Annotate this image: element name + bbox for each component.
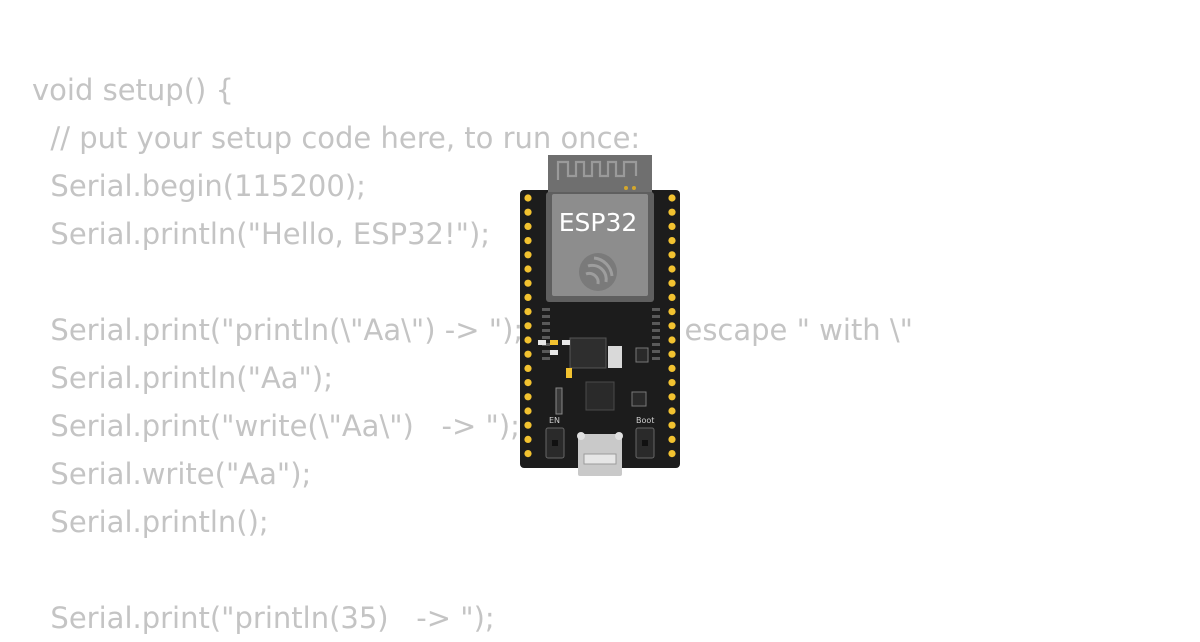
castellation-pad [542, 350, 550, 353]
smd-part [635, 347, 649, 363]
castellation-pad [652, 329, 660, 332]
header-pin[interactable] [524, 379, 532, 387]
header-pin[interactable] [668, 336, 676, 344]
code-line: Serial.println("Aa"); [32, 361, 333, 395]
code-line: Serial.write("Aa"); [32, 457, 312, 491]
header-pin[interactable] [668, 350, 676, 358]
header-pin[interactable] [668, 435, 676, 443]
smd-part [631, 391, 647, 407]
header-pin[interactable] [524, 435, 532, 443]
regulator [569, 337, 607, 369]
regulator-tab [608, 346, 622, 368]
smd-part [538, 340, 546, 345]
header-pin[interactable] [524, 350, 532, 358]
header-pin[interactable] [668, 265, 676, 273]
module-shield [552, 194, 648, 296]
header-pin[interactable] [524, 421, 532, 429]
castellation-pad [652, 336, 660, 339]
header-pin[interactable] [668, 222, 676, 230]
code-line: Serial.println(); [32, 505, 269, 539]
header-pin[interactable] [524, 393, 532, 401]
header-pin[interactable] [524, 336, 532, 344]
header-pin[interactable] [668, 194, 676, 202]
smd-part [562, 340, 570, 345]
header-pin[interactable] [668, 208, 676, 216]
header-pin[interactable] [524, 308, 532, 316]
header-pin[interactable] [668, 293, 676, 301]
header-pin[interactable] [668, 322, 676, 330]
header-pin[interactable] [524, 194, 532, 202]
castellation-pad [652, 343, 660, 346]
boot-button-cap[interactable] [642, 440, 648, 446]
left-pin-header [524, 194, 532, 458]
castellation-pad [652, 308, 660, 311]
en-button-label: EN [549, 416, 561, 425]
header-pin[interactable] [524, 222, 532, 230]
castellation-pad [542, 315, 550, 318]
antenna-trace [556, 160, 638, 180]
header-pin[interactable] [524, 293, 532, 301]
header-pin[interactable] [668, 364, 676, 372]
castellation-pad [542, 308, 550, 311]
antenna-pad [632, 186, 636, 190]
code-line: void setup() { [32, 73, 234, 107]
espressif-logo-icon [579, 253, 617, 291]
castellation-pad [652, 357, 660, 360]
code-line [32, 258, 913, 306]
header-pin[interactable] [668, 279, 676, 287]
code-line [32, 546, 913, 594]
usb-mount [615, 432, 623, 440]
smd-part [550, 350, 558, 355]
header-pin[interactable] [668, 251, 676, 259]
castellation-pad [652, 315, 660, 318]
antenna-pad [624, 186, 628, 190]
code-line: Serial.println("Hello, ESP32!"); [32, 217, 491, 251]
boot-button-label: Boot [636, 416, 655, 425]
en-button-cap[interactable] [552, 440, 558, 446]
right-pin-header [668, 194, 676, 458]
header-pin[interactable] [524, 364, 532, 372]
usb-port [583, 453, 617, 465]
header-pin[interactable] [524, 322, 532, 330]
code-editor: void setup() { // put your setup code he… [32, 66, 913, 642]
castellation-pad [652, 350, 660, 353]
usb-uart-chip [585, 381, 615, 411]
code-line: Serial.print("write(\"Aa\") -> "); [32, 409, 520, 443]
smd-part [550, 340, 558, 345]
code-line: Serial.print("println(\"Aa\") -> "); // … [32, 313, 914, 347]
usb-mount [577, 432, 585, 440]
module-castellations [542, 308, 660, 360]
header-pin[interactable] [524, 407, 532, 415]
header-pin[interactable] [524, 208, 532, 216]
board-graphic [520, 155, 680, 476]
module-label: ESP32 [558, 208, 638, 237]
header-pin[interactable] [668, 421, 676, 429]
code-line: Serial.print("println(35) -> "); [32, 601, 495, 635]
header-pin[interactable] [524, 251, 532, 259]
smd-part [555, 387, 563, 415]
header-pin[interactable] [524, 265, 532, 273]
code-line: Serial.begin(115200); [32, 169, 366, 203]
header-pin[interactable] [668, 379, 676, 387]
castellation-pad [542, 322, 550, 325]
header-pin[interactable] [524, 237, 532, 245]
castellation-pad [542, 336, 550, 339]
header-pin[interactable] [668, 308, 676, 316]
header-pin[interactable] [524, 279, 532, 287]
castellation-pad [542, 357, 550, 360]
header-pin[interactable] [668, 450, 676, 458]
header-pin[interactable] [668, 237, 676, 245]
castellation-pad [542, 329, 550, 332]
header-pin[interactable] [668, 393, 676, 401]
esp32-devkit-board[interactable]: ESP32 EN Boot [520, 150, 680, 480]
castellation-pad [652, 322, 660, 325]
smd-part [566, 368, 572, 378]
header-pin[interactable] [668, 407, 676, 415]
code-line: // put your setup code here, to run once… [32, 121, 641, 155]
header-pin[interactable] [524, 450, 532, 458]
